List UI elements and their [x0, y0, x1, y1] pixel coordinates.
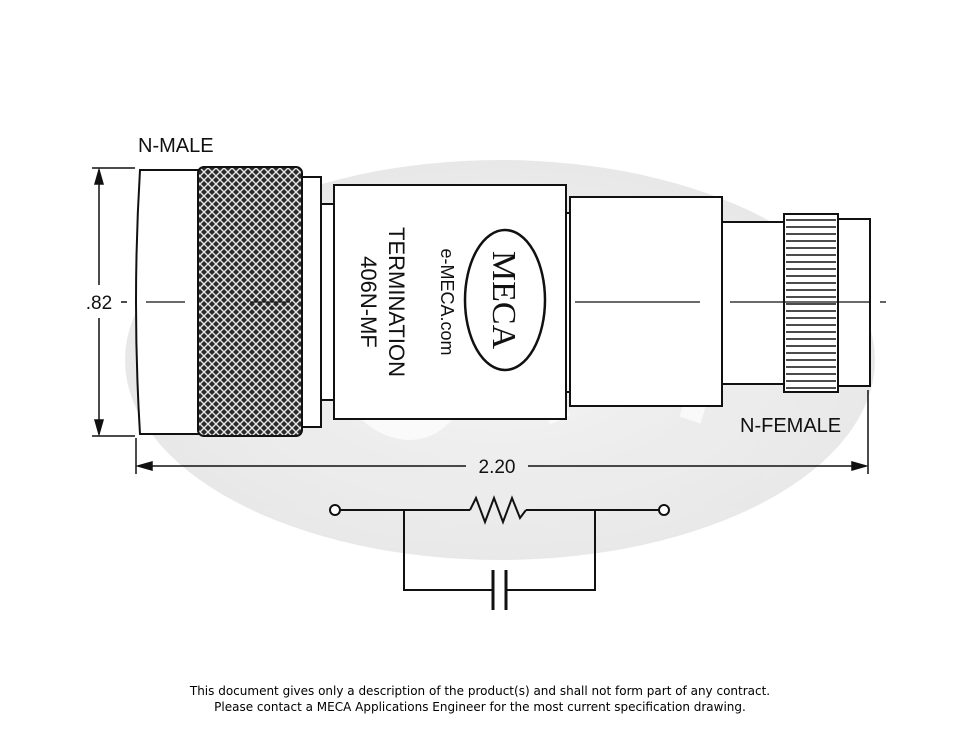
- schematic-symbol: [329, 495, 670, 610]
- male-label: N-MALE: [138, 135, 214, 157]
- meca-logo: MECA: [463, 228, 547, 372]
- height-dimension: [92, 167, 135, 437]
- female-threads: [786, 219, 836, 389]
- length-dim-label: 2.20: [479, 457, 516, 478]
- male-collar: [320, 203, 335, 401]
- connector-drawing: TERMINATION 406N-MF e-MECA.com MECA .82: [86, 135, 886, 610]
- body-text-model: 406N-MF: [356, 256, 381, 348]
- terminal-left: [329, 504, 341, 516]
- height-dim-label: .82: [86, 293, 112, 314]
- terminal-right: [658, 504, 670, 516]
- male-rear-ring: [301, 176, 322, 428]
- male-connector: [135, 166, 335, 437]
- body-text-url: e-MECA.com: [437, 248, 457, 355]
- female-shoulder: [721, 221, 785, 385]
- disclaimer-line-1: This document gives only a description o…: [189, 684, 771, 698]
- disclaimer-line-2: Please contact a MECA Applications Engin…: [214, 700, 746, 714]
- female-threaded-section: [783, 213, 839, 393]
- female-label: N-FEMALE: [740, 415, 841, 437]
- body-text-termination: TERMINATION: [384, 227, 409, 377]
- resistor-symbol: [469, 495, 527, 525]
- meca-logo-text: MECA: [485, 251, 522, 350]
- length-dimension: [135, 390, 869, 474]
